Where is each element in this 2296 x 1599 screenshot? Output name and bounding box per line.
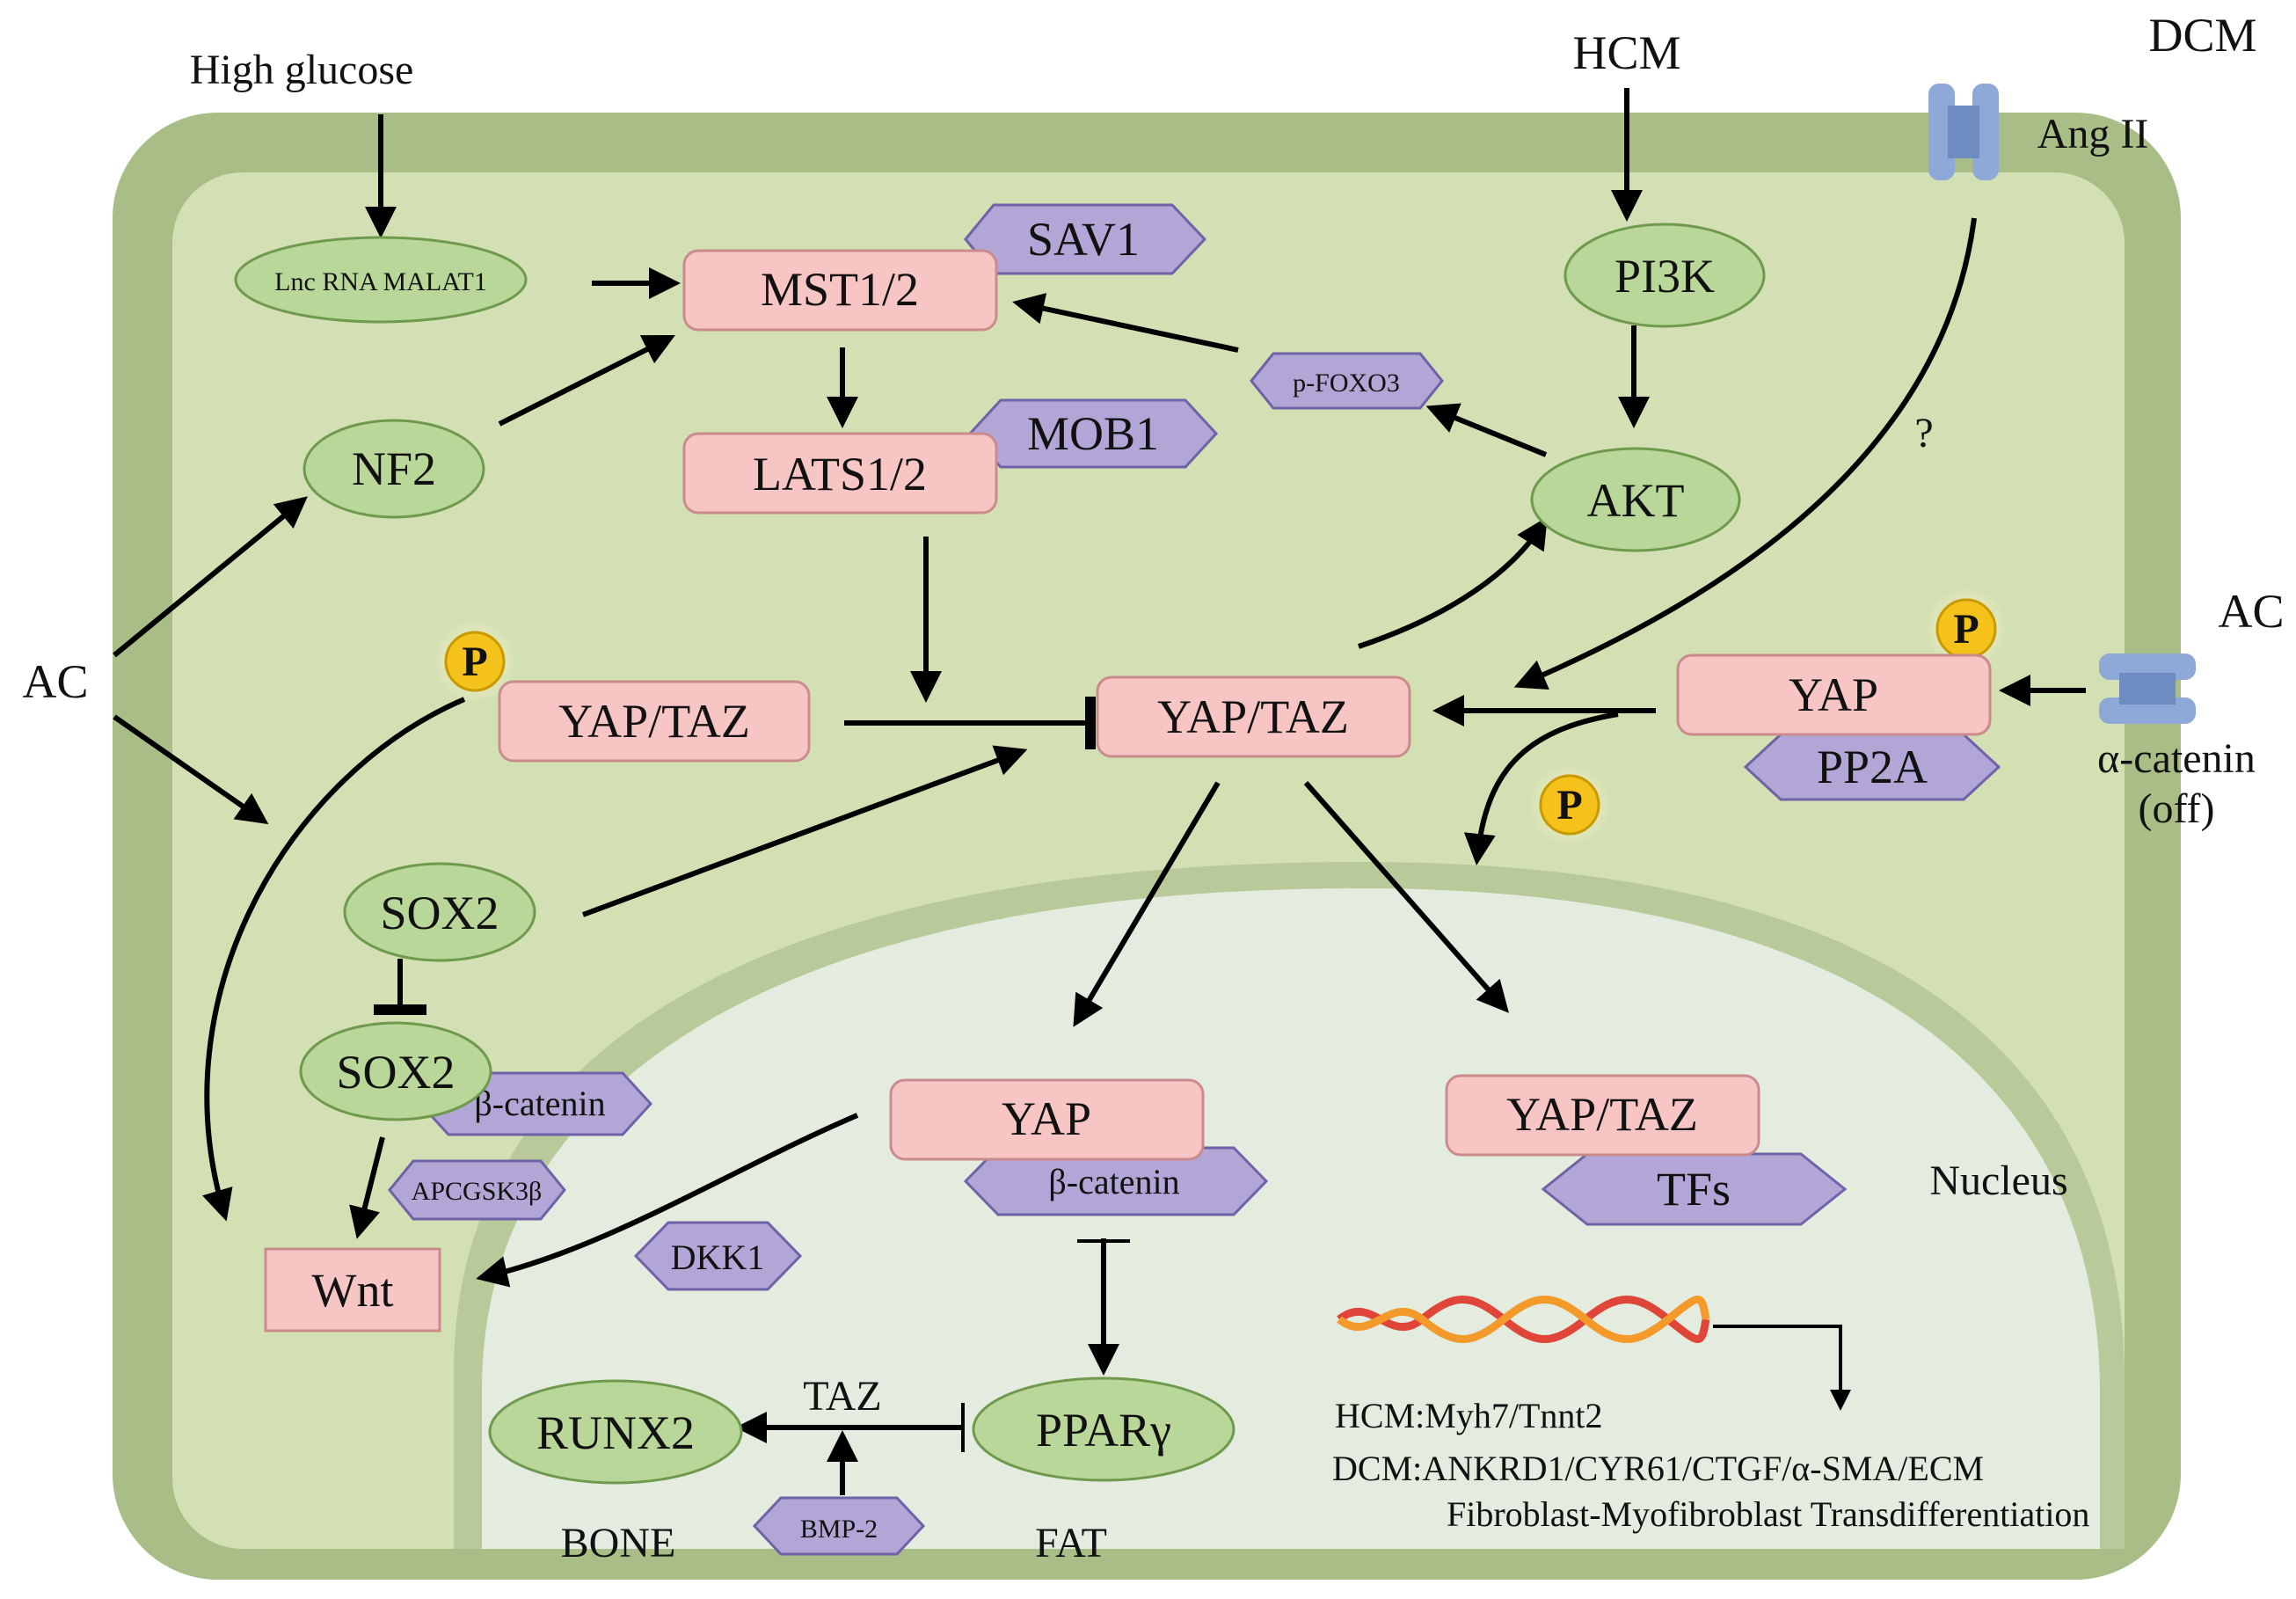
svg-text:SOX2: SOX2 — [380, 887, 499, 939]
svg-text:YAP: YAP — [1002, 1092, 1091, 1145]
svg-text:PI3K: PI3K — [1614, 250, 1715, 303]
fat-label: FAT — [1035, 1520, 1107, 1566]
tfs-node: TFs — [1541, 1152, 1848, 1226]
apc-gsk3b-node: APCGSK3β — [388, 1159, 566, 1221]
svg-text:YAP/TAZ: YAP/TAZ — [1157, 690, 1349, 743]
bone-label: BONE — [561, 1520, 676, 1566]
dna-helix-icon — [1337, 1296, 1710, 1343]
svg-text:APCGSK3β: APCGSK3β — [412, 1177, 543, 1206]
svg-text:YAP/TAZ: YAP/TAZ — [1506, 1088, 1698, 1141]
svg-text:SOX2: SOX2 — [336, 1046, 455, 1099]
pparg-node: PPARγ — [972, 1376, 1235, 1482]
svg-text:PPARγ: PPARγ — [1036, 1404, 1171, 1457]
p-foxo3-node: p-FOXO3 — [1250, 352, 1444, 410]
hcm-genes-label: HCM:Myh7/Tnnt2 — [1335, 1396, 1602, 1435]
ac-left-label: AC — [22, 655, 88, 708]
svg-text:Wnt: Wnt — [312, 1264, 394, 1317]
sox2-top-node: SOX2 — [343, 862, 536, 962]
yap-taz-nuclear-node: YAP/TAZ — [1445, 1074, 1760, 1157]
off-label: (off) — [2138, 785, 2214, 832]
nucleus — [482, 888, 2100, 1549]
nucleus-label: Nucleus — [1929, 1157, 2067, 1204]
dcm-genes-label: DCM:ANKRD1/CYR61/CTGF/α-SMA/ECM — [1332, 1449, 1984, 1488]
phospho-p-label: P — [1556, 782, 1582, 829]
phospho-p-icon: P — [433, 619, 517, 704]
svg-text:AKT: AKT — [1587, 474, 1685, 527]
svg-text:PP2A: PP2A — [1817, 741, 1928, 793]
svg-text:SAV1: SAV1 — [1027, 213, 1140, 266]
phospho-p-label: P — [1953, 606, 1979, 653]
unknown-link-question-label: ? — [1914, 410, 1933, 456]
yap-taz-phospho-node: YAP/TAZ — [498, 680, 811, 763]
yap-taz-central-node: YAP/TAZ — [1096, 675, 1411, 758]
alpha-catenin-receptor-icon — [2099, 653, 2196, 724]
svg-text:NF2: NF2 — [352, 442, 436, 495]
svg-text:MST1/2: MST1/2 — [761, 263, 919, 316]
lnc-rna-malat1-node: Lnc RNA MALAT1 — [234, 236, 528, 324]
alpha-catenin-label: α-catenin — [2097, 735, 2256, 782]
akt-node: AKT — [1530, 447, 1741, 552]
beta-catenin-nuclear-node: β-catenin — [963, 1146, 1269, 1216]
yap-right-node: YAP — [1676, 653, 1992, 736]
ang-ii-receptor-icon — [1928, 84, 1999, 180]
lats12-node: LATS1/2 — [682, 432, 998, 515]
svg-text:YAP: YAP — [1789, 668, 1878, 721]
svg-text:BMP-2: BMP-2 — [800, 1515, 878, 1544]
pp2a-node: PP2A — [1743, 733, 2001, 801]
svg-text:DKK1: DKK1 — [671, 1238, 765, 1277]
svg-text:β-catenin: β-catenin — [474, 1084, 605, 1123]
sav1-node: SAV1 — [964, 203, 1207, 275]
runx2-node: RUNX2 — [488, 1379, 743, 1485]
hcm-label: HCM — [1572, 26, 1680, 79]
svg-text:MOB1: MOB1 — [1027, 407, 1159, 460]
svg-text:p-FOXO3: p-FOXO3 — [1293, 369, 1400, 398]
svg-text:β-catenin: β-catenin — [1048, 1162, 1179, 1201]
svg-text:RUNX2: RUNX2 — [536, 1406, 695, 1459]
yap-nuclear-node: YAP — [889, 1078, 1205, 1161]
svg-text:Lnc RNA MALAT1: Lnc RNA MALAT1 — [274, 267, 487, 296]
wnt-node: Wnt — [264, 1247, 441, 1332]
pi3k-node: PI3K — [1563, 223, 1766, 328]
taz-label: TAZ — [803, 1373, 881, 1420]
mob1-node: MOB1 — [967, 398, 1219, 469]
svg-text:TFs: TFs — [1657, 1163, 1731, 1216]
fibroblast-transdifferentiation-label: Fibroblast-Myofibroblast Transdifferenti… — [1447, 1494, 2089, 1534]
phospho-p-icon: P — [1527, 763, 1612, 847]
dkk1-node: DKK1 — [633, 1221, 803, 1291]
bmp2-node: BMP-2 — [752, 1496, 926, 1556]
svg-text:LATS1/2: LATS1/2 — [753, 448, 927, 500]
ac-right-label: AC — [2218, 585, 2284, 638]
phospho-p-label: P — [462, 639, 487, 685]
dcm-label: DCM — [2148, 9, 2256, 62]
phospho-p-icon: P — [1924, 587, 2008, 671]
svg-text:YAP/TAZ: YAP/TAZ — [558, 695, 750, 748]
ang-ii-label: Ang II — [2037, 111, 2149, 157]
mst12-node: MST1/2 — [682, 249, 998, 332]
pathway-edges — [113, 88, 2086, 1495]
sox2-bottom-node: SOX2 — [299, 1021, 492, 1121]
nf2-node: NF2 — [302, 419, 485, 519]
high-glucose-label: High glucose — [190, 47, 414, 93]
